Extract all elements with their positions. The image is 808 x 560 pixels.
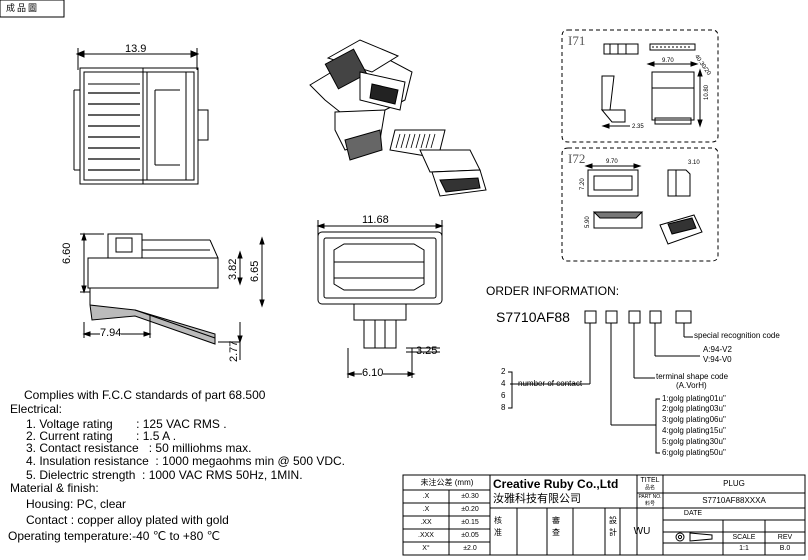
tb-tol-r1-k: .X — [422, 493, 430, 500]
order-contact-6: 6 — [501, 391, 506, 400]
dim-h-outer: 6.65 — [249, 260, 261, 282]
detail-i71-d3: 2.35 — [632, 124, 644, 130]
tb-tol-r4-k: .XXX — [418, 532, 434, 539]
title-block — [402, 474, 806, 556]
tb-review: 審查 — [552, 516, 560, 537]
spec-item-1: 1. Voltage rating : 125 VAC RMS . — [26, 417, 227, 431]
detail-i72-label: I72 — [568, 151, 586, 166]
spec-fcc: Complies with F.C.C standards of part 68… — [24, 388, 266, 402]
order-terminal-label: terminal shape code — [656, 372, 729, 381]
front-view — [316, 220, 444, 378]
order-box-2 — [605, 310, 618, 324]
tb-company-en: Creative Ruby Co.,Ltd — [493, 477, 619, 491]
detail-i72-d3: 7.20 — [580, 178, 586, 190]
tb-design: 設計 — [609, 516, 617, 537]
tb-tol-r5-k: X° — [422, 545, 430, 552]
spec-item-4: 4. Insulation resistance : 1000 megaohms… — [26, 454, 346, 468]
tb-title-value: PLUG — [723, 479, 745, 488]
dim-len-side: 7.94 — [100, 327, 122, 339]
detail-i71-d1: 9.70 — [662, 58, 674, 64]
tb-company-cn: 汝雅科技有限公司 — [493, 493, 581, 505]
spec-electrical: Electrical: — [10, 402, 63, 416]
order-box-3 — [628, 310, 641, 324]
tb-rev-value: B.0 — [779, 545, 791, 552]
tb-tol-r3-v: ±0.15 — [461, 519, 479, 526]
dim-height-side: 6.60 — [61, 242, 73, 264]
spec-item-3: 3. Contact resistance : 50 milliohms max… — [26, 441, 252, 455]
tb-tol-r2-v: ±0.20 — [461, 506, 479, 513]
tb-scale-label: SCALE — [732, 534, 756, 541]
order-plating-2: 2:golg plating03u" — [662, 404, 726, 413]
order-part-prefix: S7710AF88 — [496, 309, 570, 325]
tb-partno-sub: 料号 — [644, 501, 655, 507]
order-code-v: V:94-V0 — [703, 355, 732, 364]
order-code-a: A:94-V2 — [703, 345, 732, 354]
spec-temp: Operating temperature:-40 ℃ to +80 ℃ — [8, 529, 221, 543]
order-contact-2: 2 — [501, 367, 506, 376]
detail-i72-box — [561, 147, 719, 262]
detail-i71-d2: 10.80 — [704, 84, 710, 100]
spec-material: Material & finish: — [10, 481, 99, 495]
tb-partno-value: S7710AF88XXXA — [702, 496, 766, 505]
dim-bottom-w: 6.10 — [362, 367, 384, 379]
detail-i72-d1: 9.70 — [606, 159, 618, 165]
header-tab-box — [0, 0, 65, 18]
dim-width-top: 13.9 — [125, 43, 147, 55]
tb-tol-r2-k: .X — [422, 506, 430, 513]
dim-bottom-h: 3.25 — [416, 345, 438, 357]
spec-item-5: 5. Dielectric strength : 1000 VAC RMS 50… — [26, 468, 303, 482]
tb-designer: WU — [633, 526, 651, 537]
order-box-1 — [584, 310, 597, 324]
tb-tol-r3-k: .XX — [420, 519, 432, 526]
order-terminal-sub: (A.VorH) — [676, 381, 707, 390]
order-contact-4: 4 — [501, 379, 506, 388]
order-plating-6: 6:golg plating50u" — [662, 448, 726, 457]
order-box-4 — [649, 310, 662, 324]
tb-partno-label: PART NO. — [638, 494, 662, 500]
header-tab: 成品圖 — [6, 3, 40, 13]
order-diagram — [508, 310, 700, 454]
iso-view — [309, 39, 487, 197]
spec-contact: Contact : copper alloy plated with gold — [26, 513, 229, 527]
tb-approve: 核准 — [494, 516, 502, 537]
tb-rev-label: REV — [777, 534, 793, 541]
order-contact-8: 8 — [501, 403, 506, 412]
order-plating-1: 1:golg plating01u" — [662, 394, 726, 403]
order-plating-3: 3:golg plating06u" — [662, 415, 726, 424]
tb-tol-header: 未注公差 (mm) — [420, 478, 474, 487]
order-title: ORDER INFORMATION: — [486, 284, 620, 298]
detail-i72-d4: 5.90 — [585, 216, 591, 228]
order-box-5 — [675, 310, 692, 324]
order-plating-5: 5:golg plating30u" — [662, 437, 726, 446]
spec-item-2: 2. Current rating : 1.5 A . — [26, 429, 177, 443]
dim-h-inner: 3.82 — [227, 258, 239, 280]
side-view — [80, 232, 265, 360]
tb-date-label: DATE — [683, 510, 703, 517]
spec-housing: Housing: PC, clear — [26, 497, 127, 511]
detail-i71-box — [561, 29, 719, 143]
detail-i71-label: I71 — [568, 33, 586, 48]
tb-titel-label: TITEL — [640, 477, 660, 484]
order-plating-4: 4:golg plating15u" — [662, 426, 726, 435]
tb-tol-r1-v: ±0.30 — [461, 493, 479, 500]
dim-width-front: 11.68 — [362, 214, 389, 226]
tb-tol-r4-v: ±0.05 — [461, 532, 479, 539]
tb-scale-value: 1:1 — [739, 545, 749, 552]
detail-i72-d2: 3.10 — [688, 160, 700, 166]
order-special-label: special recognition code — [694, 331, 780, 340]
tb-titel-sub: 品名 — [644, 485, 655, 491]
top-view — [73, 48, 209, 185]
order-contact-label: number of contact — [518, 379, 583, 388]
tb-tol-r5-v: ±2.0 — [463, 545, 477, 552]
dim-h-tail: 2.77 — [228, 340, 240, 362]
